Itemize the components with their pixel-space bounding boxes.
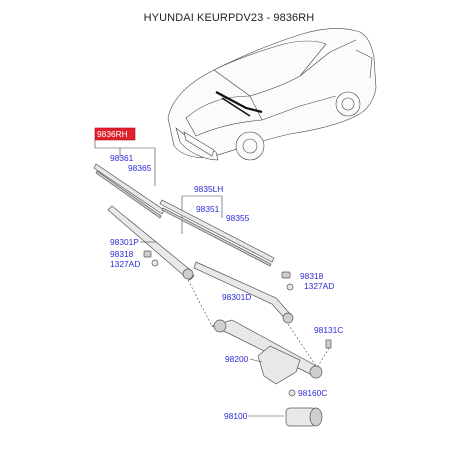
rh-assy-highlight bbox=[94, 127, 136, 141]
car-side-window-line bbox=[299, 39, 357, 77]
rh-wiper-arm bbox=[107, 205, 195, 281]
lh-blade-group: 9835LH 98351 98355 bbox=[159, 184, 275, 267]
rh-pivot-cap bbox=[143, 250, 152, 258]
page-title: HYUNDAI KEURPDV23 - 9836RH bbox=[143, 12, 315, 24]
label-98160c[interactable]: 98160C bbox=[298, 388, 327, 398]
label-98200[interactable]: 98200 bbox=[225, 354, 249, 364]
car-tail-light bbox=[355, 49, 373, 79]
leader-98200 bbox=[249, 358, 263, 363]
linkage-pivot-left bbox=[213, 319, 227, 333]
rh-blade-group: 9836RH 98361 98365 bbox=[93, 127, 165, 219]
car-illustration bbox=[167, 28, 377, 161]
car-rear-hub bbox=[341, 97, 355, 111]
car-wiper-mark bbox=[215, 91, 263, 114]
lh-arm-group: 98301D 98318 1327AD bbox=[193, 261, 334, 324]
rh-arm-pivot bbox=[182, 268, 194, 280]
linkage-group: 98200 98131C 98160C bbox=[210, 319, 343, 398]
lh-pivot-cap bbox=[281, 271, 291, 279]
reference-lines bbox=[187, 279, 330, 367]
label-98318-rh[interactable]: 98318 bbox=[110, 249, 134, 259]
label-98361[interactable]: 98361 bbox=[110, 153, 134, 163]
label-9836rh[interactable]: 9836RH bbox=[97, 129, 128, 139]
lh-arm-to-linkage bbox=[287, 323, 317, 367]
label-98301p[interactable]: 98301P bbox=[110, 237, 139, 247]
label-98365[interactable]: 98365 bbox=[128, 163, 152, 173]
wiper-motor-end bbox=[309, 407, 323, 427]
car-door-line bbox=[261, 95, 337, 121]
label-98355[interactable]: 98355 bbox=[226, 213, 250, 223]
label-1327ad-lh[interactable]: 1327AD bbox=[304, 281, 334, 291]
rh-bracket-lines bbox=[94, 140, 156, 186]
motor-group: 98100 bbox=[224, 407, 323, 427]
rh-arm-to-linkage bbox=[187, 279, 213, 327]
lh-arm-pivot bbox=[282, 312, 294, 324]
label-98351[interactable]: 98351 bbox=[196, 204, 220, 214]
cap-to-pivot bbox=[317, 347, 330, 367]
pivot-cap-small bbox=[325, 339, 332, 349]
lh-wiper-refill bbox=[161, 207, 272, 267]
label-98131c[interactable]: 98131C bbox=[314, 325, 343, 335]
mounting-bolt bbox=[288, 389, 296, 397]
label-9835lh[interactable]: 9835LH bbox=[194, 184, 223, 194]
rh-arm-group: 98301P 98318 1327AD bbox=[107, 205, 195, 281]
label-98100[interactable]: 98100 bbox=[224, 411, 248, 421]
car-grille bbox=[183, 131, 215, 157]
lh-nut bbox=[286, 283, 294, 291]
lh-wiper-blade bbox=[159, 199, 275, 263]
linkage-plate bbox=[257, 345, 301, 385]
rh-wiper-refill bbox=[95, 170, 162, 219]
car-roof-glass bbox=[213, 40, 327, 97]
linkage-pivot-right bbox=[309, 365, 323, 379]
car-front-hub bbox=[242, 138, 258, 154]
car-wiper-mark-2 bbox=[221, 97, 251, 117]
label-98318-lh[interactable]: 98318 bbox=[300, 271, 324, 281]
rh-nut bbox=[151, 259, 159, 267]
label-98301d[interactable]: 98301D bbox=[222, 292, 251, 302]
label-1327ad-rh[interactable]: 1327AD bbox=[110, 259, 140, 269]
